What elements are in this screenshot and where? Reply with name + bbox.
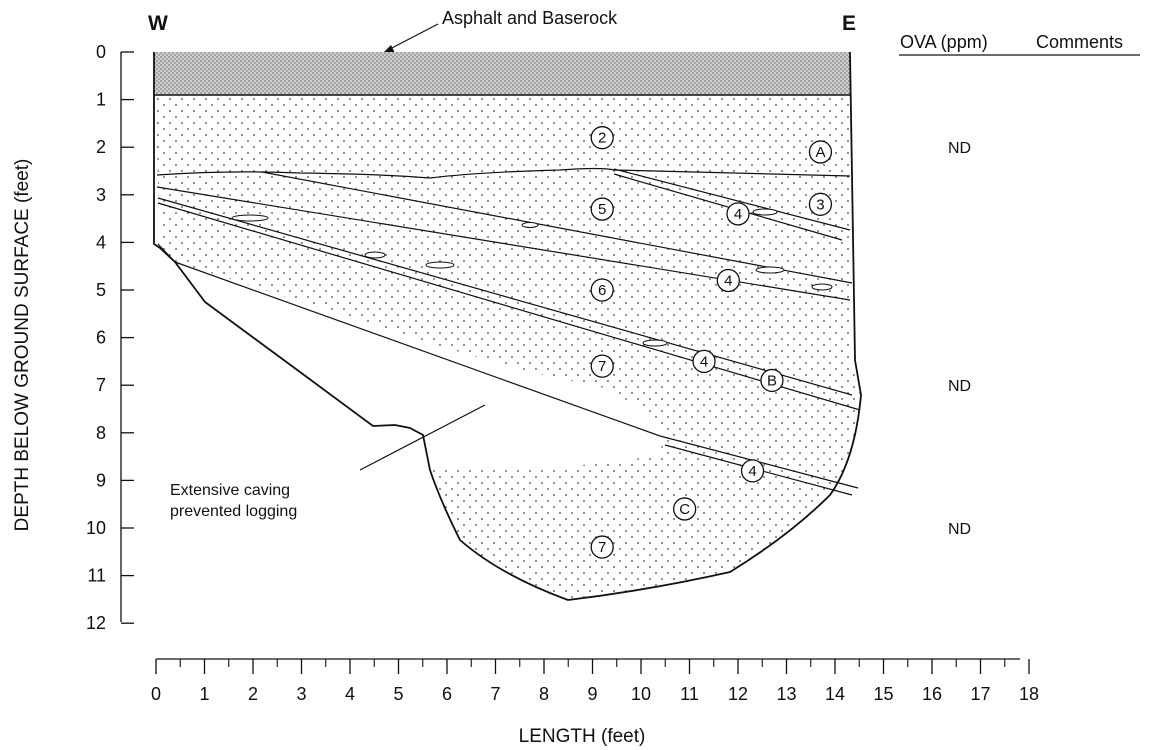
- depth-tick-label: 7: [96, 375, 106, 395]
- ova-reading: ND: [948, 140, 971, 157]
- length-tick-label: 6: [442, 684, 452, 704]
- length-tick-label: 13: [776, 684, 796, 704]
- unit-label-c: C: [673, 497, 697, 521]
- surface-callout: Asphalt and Baserock: [442, 8, 618, 28]
- length-tick-label: 1: [199, 684, 209, 704]
- length-tick-label: 0: [151, 684, 161, 704]
- length-tick-label: 8: [539, 684, 549, 704]
- unit-label-text: C: [679, 501, 690, 518]
- unit-label-text: B: [767, 372, 777, 389]
- length-tick-label: 4: [345, 684, 355, 704]
- unit-label-circle: [590, 126, 614, 150]
- depth-tick-label: 5: [96, 280, 106, 300]
- east-label: E: [842, 12, 856, 35]
- length-tick-label: 12: [728, 684, 748, 704]
- unit-label-4: 4: [692, 349, 716, 374]
- unit-label-circle: [740, 459, 765, 483]
- unit-label-text: 3: [816, 196, 824, 213]
- unit-label-4: 4: [726, 202, 750, 226]
- length-tick-label: 3: [296, 684, 306, 704]
- depth-tick-label: 2: [96, 137, 106, 157]
- caving-pointer-line: [359, 404, 486, 471]
- unit-label-circle: [673, 497, 697, 521]
- depth-tick-label: 3: [96, 185, 106, 205]
- length-tick-label: 7: [490, 684, 500, 704]
- length-tick-label: 11: [680, 684, 699, 704]
- unit-label-circle: [808, 140, 833, 164]
- unit-label-circle: [808, 192, 833, 216]
- ova-readings: ND ND ND: [948, 140, 971, 538]
- unit-label-circle: [692, 349, 716, 374]
- caving-void: [175, 262, 664, 470]
- unit-label-7: 7: [590, 354, 614, 378]
- depth-tick-label: 0: [96, 42, 106, 62]
- length-tick-label: 18: [1019, 684, 1039, 704]
- unit-label-a: A: [808, 140, 833, 164]
- unit-label-text: 4: [700, 353, 708, 370]
- unit-label-circle: [760, 368, 784, 393]
- unit-label-6: 6: [590, 278, 614, 302]
- length-axis-title: LENGTH (feet): [519, 726, 646, 747]
- length-tick-label: 14: [825, 684, 845, 704]
- unit-label-7: 7: [590, 535, 614, 559]
- unit-label-4: 4: [740, 459, 765, 483]
- caving-note-line1: Extensive caving: [170, 482, 290, 499]
- unit-label-3: 3: [808, 192, 833, 216]
- unit-label-text: 7: [598, 539, 606, 556]
- length-tick-label: 10: [631, 684, 651, 704]
- unit-label-text: 2: [598, 130, 606, 147]
- west-label: W: [148, 12, 168, 35]
- comments-header: Comments: [1036, 32, 1123, 52]
- unit-label-5: 5: [590, 197, 614, 221]
- depth-tick-label: 4: [96, 232, 106, 252]
- unit-label-circle: [590, 354, 614, 378]
- gravel-lenses: [231, 208, 833, 347]
- depth-axis-title: DEPTH BELOW GROUND SURFACE (feet): [12, 159, 33, 532]
- depth-tick-label: 1: [96, 90, 106, 110]
- unit-label-circle: [590, 278, 614, 302]
- trench-profile: [153, 51, 862, 601]
- depth-tick-label: 8: [96, 423, 106, 443]
- length-tick-label: 17: [970, 684, 990, 704]
- unit-label-text: A: [815, 144, 825, 161]
- depth-tick-label: 10: [86, 518, 106, 538]
- depth-tick-label: 12: [86, 613, 106, 633]
- ova-reading: ND: [948, 521, 971, 538]
- length-tick-label: 15: [873, 684, 893, 704]
- surface-callout-arrow: [387, 23, 439, 51]
- unit-label-circle: [590, 535, 614, 559]
- unit-label-b: B: [760, 368, 784, 393]
- unit-label-2: 2: [590, 126, 614, 150]
- depth-tick-label: 6: [96, 328, 106, 348]
- unit-label-text: 4: [734, 206, 742, 223]
- length-tick-label: 9: [587, 684, 597, 704]
- unit-label-text: 4: [748, 463, 756, 480]
- depth-tick-label: 9: [96, 470, 106, 490]
- unit-label-text: 6: [598, 282, 606, 299]
- unit-label-circle: [590, 197, 614, 221]
- unit-label-text: 4: [724, 272, 732, 289]
- ova-reading: ND: [948, 378, 971, 395]
- sand-fill: [154, 52, 861, 600]
- unit-label-circle: [716, 268, 740, 293]
- contact-unit2-unit5: [156, 167, 851, 179]
- length-tick-label: 16: [922, 684, 942, 704]
- length-tick-label: 5: [393, 684, 403, 704]
- unit-label-text: 7: [598, 358, 606, 375]
- caving-note-line2: prevented logging: [170, 503, 297, 520]
- unit-label-circle: [726, 202, 750, 226]
- asphalt-baserock-layer: [154, 52, 850, 95]
- ova-header: OVA (ppm): [900, 32, 988, 52]
- length-tick-label: 2: [248, 684, 258, 704]
- depth-tick-label: 11: [87, 566, 106, 586]
- unit-label-4: 4: [716, 268, 740, 293]
- unit-label-text: 5: [598, 201, 606, 218]
